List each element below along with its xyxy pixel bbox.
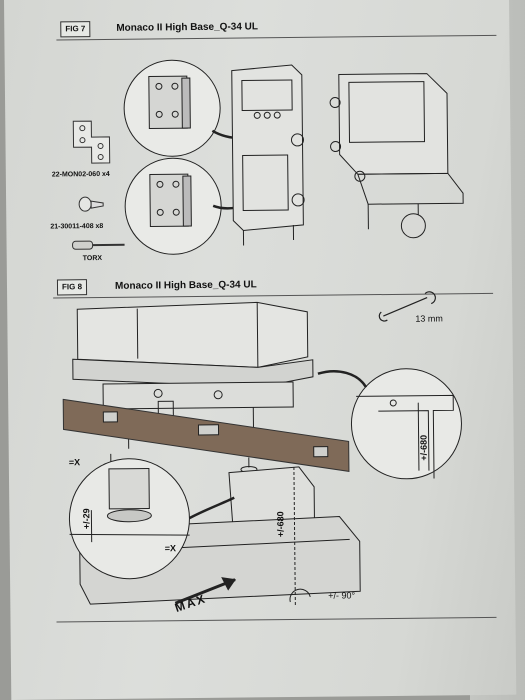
height-680-main-label: +/-680 [275,511,286,538]
height-680-detail-label: +/-680 [418,434,429,461]
instruction-page: FIG 7 Monaco II High Base_Q-34 UL 22-MON… [4,0,517,700]
fig8-label: FIG 8 [56,279,88,296]
level-x-left-label: =X [68,457,81,468]
fig7-rule [56,34,497,41]
fig7-label: FIG 7 [60,21,91,38]
bracket-part-illustration [72,120,111,164]
torx-screwdriver-icon [72,240,125,250]
fig8-assembly-drawing [62,301,462,607]
part-code-bracket: 22-MON02-060 x4 [51,170,110,179]
level-x-right-label: =X [164,543,177,554]
fig7-assembly-drawing [123,59,464,255]
part-code-torx: TORX [82,254,103,263]
height-29-label: +/-29 [81,508,92,530]
fig8-title: Monaco II High Base_Q-34 UL [114,279,257,292]
angle-label: +/- 90° [328,590,356,601]
wrench-icon [378,291,436,322]
screw-part-illustration [78,196,104,212]
fig7-title: Monaco II High Base_Q-34 UL [116,21,259,34]
part-code-screw: 21-30011-408 x8 [50,222,104,231]
